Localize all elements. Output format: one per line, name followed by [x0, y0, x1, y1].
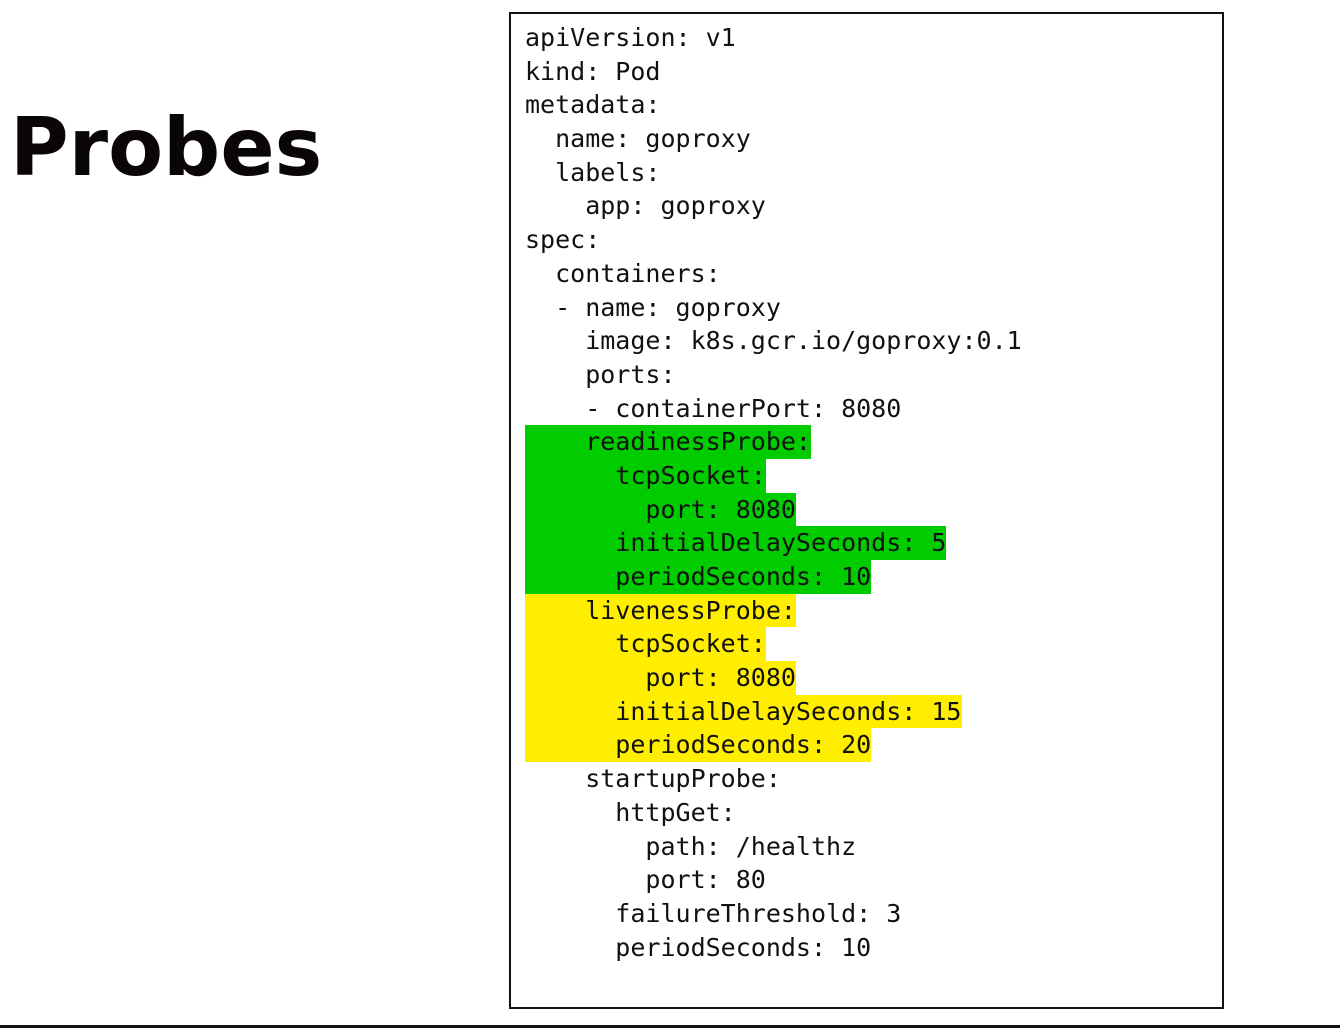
code-text: labels:: [525, 157, 661, 187]
code-line: port: 8080: [525, 492, 1022, 527]
code-line: name: goproxy: [525, 122, 1022, 156]
code-line: port: 80: [525, 863, 1022, 897]
code-text: image: k8s.gcr.io/goproxy:0.1: [525, 326, 1022, 356]
code-line: tcpSocket:: [525, 458, 1022, 493]
code-text: apiVersion: v1: [525, 23, 736, 52]
readiness-probe-highlight: port: 8080: [525, 492, 796, 527]
code-line: image: k8s.gcr.io/goproxy:0.1: [525, 324, 1022, 358]
code-text: periodSeconds: 10: [525, 932, 872, 962]
code-line: kind: Pod: [525, 55, 1022, 89]
yaml-code-block: apiVersion: v1 kind: Pod metadata: name: g…: [509, 12, 1224, 1009]
code-text: port: 80: [525, 865, 766, 895]
slide-bottom-rule: [0, 1025, 1340, 1028]
code-text: spec:: [525, 225, 601, 255]
code-line: labels:: [525, 156, 1022, 190]
code-line: metadata:: [525, 88, 1022, 122]
code-line: startupProbe:: [525, 762, 1022, 796]
code-text: metadata:: [525, 90, 661, 120]
code-line: tcpSocket:: [525, 627, 1022, 662]
code-line: failureThreshold: 3: [525, 897, 1022, 931]
liveness-probe-highlight: tcpSocket:: [525, 627, 766, 662]
code-lines: apiVersion: v1 kind: Pod metadata: name: g…: [525, 21, 1022, 964]
code-line: containers:: [525, 257, 1022, 291]
code-line: apiVersion: v1: [525, 21, 1022, 55]
code-line: initialDelaySeconds: 5: [525, 526, 1022, 560]
slide-title: Probes: [10, 101, 323, 194]
liveness-probe-highlight: livenessProbe:: [525, 593, 796, 628]
code-line: readinessProbe:: [525, 425, 1022, 459]
readiness-probe-highlight: readinessProbe:: [525, 425, 811, 459]
code-line: ports:: [525, 358, 1022, 392]
code-text: kind: Pod: [525, 56, 661, 86]
code-text: httpGet:: [525, 797, 736, 827]
code-text: ports:: [525, 359, 676, 389]
code-line: httpGet:: [525, 796, 1022, 830]
liveness-probe-highlight: initialDelaySeconds: 15: [525, 694, 962, 729]
code-line: periodSeconds: 10: [525, 560, 1022, 594]
readiness-probe-highlight: tcpSocket:: [525, 458, 766, 493]
code-line: spec:: [525, 223, 1022, 257]
code-text: path: /healthz: [525, 831, 857, 861]
code-line: - containerPort: 8080: [525, 392, 1022, 426]
code-text: - name: goproxy: [525, 292, 781, 322]
code-line: app: goproxy: [525, 189, 1022, 223]
liveness-probe-highlight: periodSeconds: 20: [525, 728, 872, 763]
code-text: failureThreshold: 3: [525, 898, 902, 928]
code-line: - name: goproxy: [525, 291, 1022, 325]
liveness-probe-highlight: port: 8080: [525, 661, 796, 695]
code-line: path: /healthz: [525, 830, 1022, 864]
code-text: name: goproxy: [525, 124, 751, 154]
code-line: periodSeconds: 10: [525, 931, 1022, 965]
code-line: port: 8080: [525, 661, 1022, 695]
readiness-probe-highlight: periodSeconds: 10: [525, 560, 872, 594]
code-text: app: goproxy: [525, 191, 766, 221]
code-line: initialDelaySeconds: 15: [525, 694, 1022, 729]
code-text: - containerPort: 8080: [525, 393, 902, 423]
code-text: startupProbe:: [525, 764, 781, 794]
code-line: periodSeconds: 20: [525, 728, 1022, 763]
readiness-probe-highlight: initialDelaySeconds: 5: [525, 526, 947, 560]
code-text: containers:: [525, 258, 721, 288]
code-line: livenessProbe:: [525, 593, 1022, 628]
